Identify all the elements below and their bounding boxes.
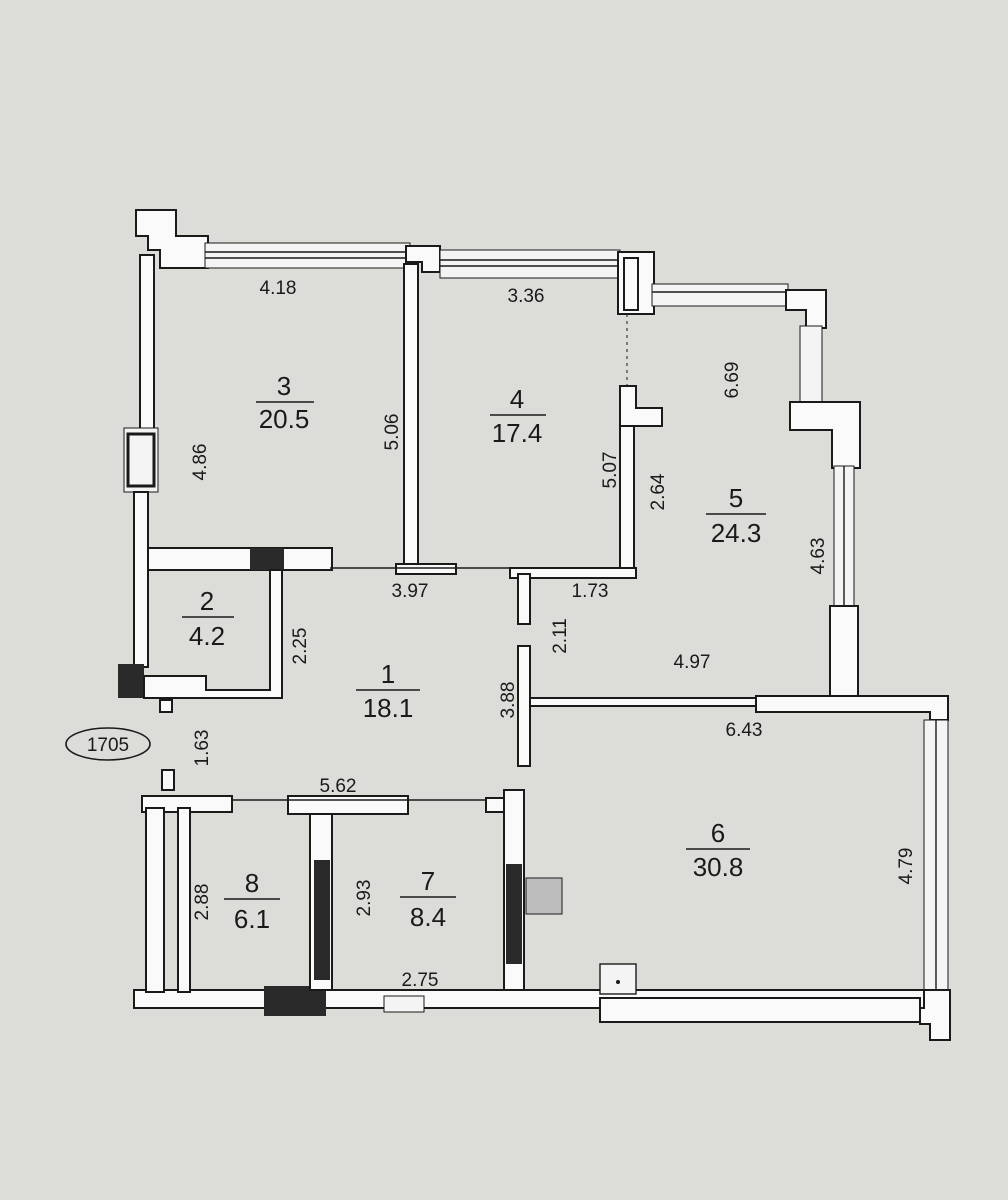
dimension: 1.63 — [192, 730, 213, 767]
dimension: 6.69 — [722, 362, 743, 399]
room-area: 18.1 — [363, 693, 414, 723]
dimension: 4.79 — [896, 848, 917, 885]
dimension: 4.63 — [808, 538, 829, 575]
room-2: 2 4.2 — [182, 586, 234, 651]
dimension: 4.18 — [260, 278, 297, 299]
room-number: 6 — [711, 818, 725, 848]
dimension: 3.97 — [392, 581, 429, 602]
room-1: 1 18.1 — [356, 659, 420, 723]
room-area: 24.3 — [711, 518, 762, 548]
room-3: 3 20.5 — [256, 371, 314, 434]
dimension: 1.73 — [572, 581, 609, 602]
room-5: 5 24.3 — [706, 483, 766, 548]
dimension: 3.36 — [508, 286, 545, 307]
room-8: 8 6.1 — [224, 868, 280, 934]
dimension: 2.88 — [192, 884, 213, 921]
dimension: 5.62 — [320, 776, 357, 797]
room-area: 6.1 — [234, 904, 270, 934]
room-number: 4 — [510, 384, 524, 414]
room-6: 6 30.8 — [686, 818, 750, 882]
dimension: 4.97 — [674, 652, 711, 673]
room-labels: 3 20.5 4 17.4 5 24.3 2 4.2 1 18.1 6 30.8 — [182, 371, 766, 934]
dimension: 2.25 — [290, 628, 311, 665]
room-area: 8.4 — [410, 902, 446, 932]
room-number: 5 — [729, 483, 743, 513]
room-number: 1 — [381, 659, 395, 689]
room-number: 7 — [421, 866, 435, 896]
dimension: 5.07 — [600, 452, 621, 489]
dimension: 2.75 — [402, 970, 439, 991]
room-area: 30.8 — [693, 852, 744, 882]
room-area: 17.4 — [492, 418, 543, 448]
dimension-labels: 4.18 3.36 6.69 4.86 5.06 5.07 2.64 4.63 … — [190, 278, 917, 991]
dimension: 5.06 — [382, 414, 403, 451]
room-number: 3 — [277, 371, 291, 401]
dimension: 2.93 — [354, 880, 375, 917]
plan-id-badge: 1705 — [65, 727, 151, 761]
room-7: 7 8.4 — [400, 866, 456, 932]
dimension: 6.43 — [726, 720, 763, 741]
room-number: 2 — [200, 586, 214, 616]
plan-id: 1705 — [87, 735, 129, 756]
dimension: 2.64 — [648, 473, 669, 510]
room-number: 8 — [245, 868, 259, 898]
dimension: 3.88 — [498, 682, 519, 719]
room-4: 4 17.4 — [490, 384, 546, 448]
room-area: 4.2 — [189, 621, 225, 651]
dimension: 2.11 — [550, 618, 571, 654]
walls — [118, 209, 951, 1041]
room-area: 20.5 — [259, 404, 310, 434]
dimension: 4.86 — [190, 444, 211, 481]
